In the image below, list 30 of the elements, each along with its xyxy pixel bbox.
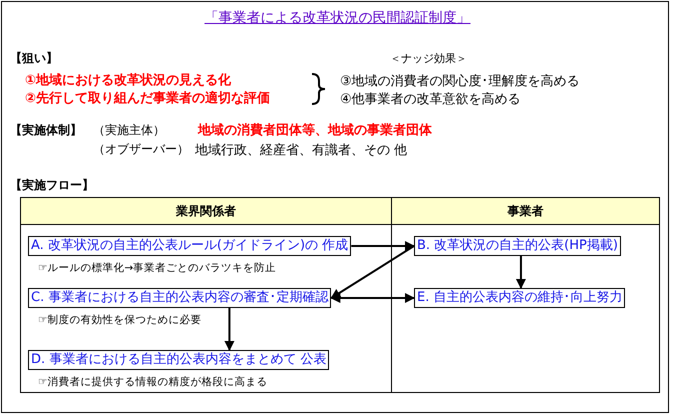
process-box: E. 自主的公表内容の維持･向上努力 (414, 288, 626, 308)
label-text: ③地域の消費者の関心度･理解度を高める (340, 73, 580, 90)
column-header: 業界関係者 (21, 198, 391, 225)
arrow (516, 256, 526, 289)
note-text: ☞制度の有効性を保つために必要 (38, 313, 202, 327)
swimlane-column (391, 197, 660, 393)
arrow (330, 293, 415, 303)
label-text: ②先行して取り組んだ事業者の適切な評価 (25, 90, 270, 107)
arrow (351, 241, 415, 251)
column-header: 事業者 (392, 198, 659, 225)
process-box: C. 事業者における自主的公表内容の審査･定期確認 (28, 288, 332, 308)
process-box: A. 改革状況の自主的公表ルール(ガイドライン)の 作成 (28, 236, 352, 256)
arrow (224, 308, 234, 351)
label-text: 地域の消費者団体等、地域の事業者団体 (198, 122, 432, 139)
label-text: （オブザーバー） (93, 141, 189, 158)
label-text: 【実施フロー】 (10, 177, 94, 194)
label-text: 【狙い】 (10, 50, 58, 67)
process-box: B. 改革状況の自主的公表(HP掲載) (414, 236, 621, 256)
process-box: D. 事業者における自主的公表内容をまとめて 公表 (28, 350, 330, 370)
label-text: ＜ナッジ効果＞ (390, 51, 467, 66)
arrow (330, 245, 415, 299)
note-text: ☞ルールの標準化→事業者ごとのバラツキを防止 (38, 261, 276, 275)
label-text: ①地域における改革状況の見える化 (25, 72, 232, 89)
title: 「事業者による改革状況の民間認証制度」 (204, 9, 472, 27)
label-text: 【実施体制】 (10, 122, 82, 139)
swimlane-column (20, 197, 392, 393)
label-text: （実施主体） (93, 122, 165, 139)
label-text: 地域行政、経産省、有識者、その 他 (195, 142, 408, 159)
label-text: ④他事業者の改革意欲を高める (340, 91, 521, 108)
note-text: ☞消費者に提供する情報の精度が格段に高まる (38, 375, 268, 389)
